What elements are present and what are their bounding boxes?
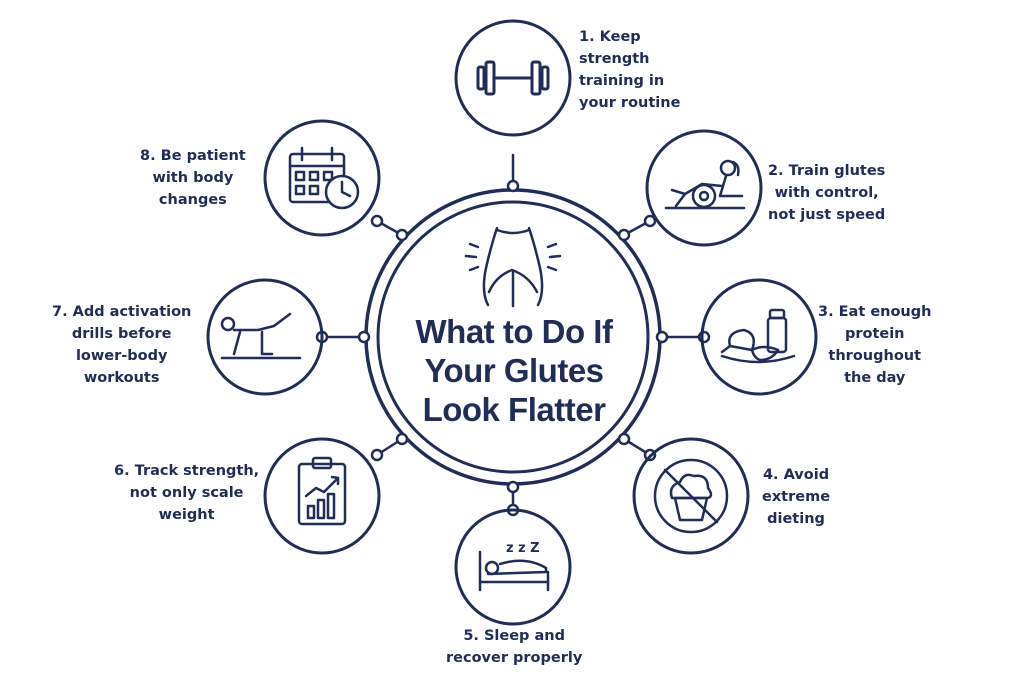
no-cupcake-icon [653,458,729,534]
connector-dot [506,179,520,193]
title-line: Look Flatter [422,391,606,428]
step-2-label: 2. Train glutes with control, not just s… [768,163,886,223]
connector-dot [370,214,384,228]
step-7-node [206,278,324,396]
title-line: Your Glutes [424,352,604,389]
progress-chart-icon [297,456,347,526]
step-1-node [454,19,572,137]
glutes-illustration-icon [464,226,562,308]
calendar-clock-icon [288,146,360,210]
connector-dot [643,214,657,228]
connector-dot [655,330,669,344]
connector-dot [370,448,384,462]
donkey-kick-icon [220,312,302,360]
step-3-label: 3. Eat enough protein throughout the day [818,304,932,386]
step-5-node [454,508,572,626]
step-1-label: 1. Keep strength training in your routin… [579,29,681,111]
step-8-label: 8. Be patient with body changes [140,148,246,208]
step-2-node [645,129,763,247]
step-4-label: 4. Avoid extreme dieting [762,467,831,527]
connector-dot [395,432,409,446]
step-5-label: 5. Sleep and recover properly [446,628,583,666]
step-6-node [263,437,381,555]
connector-dot [617,228,631,242]
connector-dot [395,228,409,242]
step-4-node [632,437,750,555]
title-line: What to Do If [415,313,613,350]
connector-dot [617,432,631,446]
protein-meal-icon [720,308,796,364]
diagram-title: What to Do If Your Glutes Look Flatter [392,312,636,429]
step-6-label: 6. Track strength, not only scale weight [114,463,260,523]
sleep-z-text: z z Z [506,541,540,556]
step-3-node [700,278,818,396]
step-7-label: 7. Add activation drills before lower-bo… [52,304,192,386]
connector-dot [357,330,371,344]
sleep-bed-icon [478,550,550,592]
glute-bridge-icon [664,159,746,210]
connector-dot [506,480,520,494]
step-8-node [263,119,381,237]
dumbbell-icon [476,60,550,96]
